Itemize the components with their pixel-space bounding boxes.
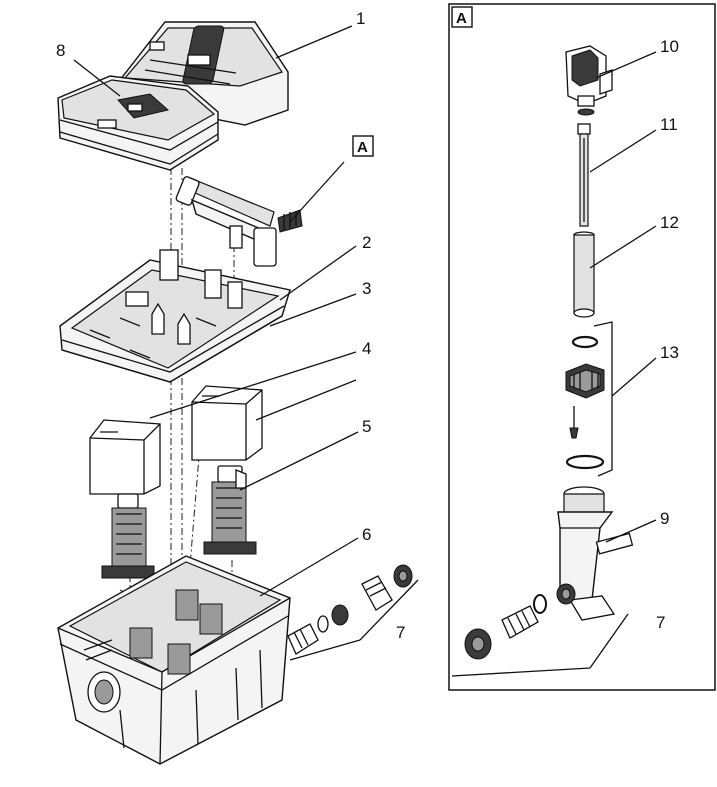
label-8: 8 — [56, 41, 65, 60]
filter-holders — [101, 465, 257, 579]
callout-label: A — [357, 139, 368, 156]
label-12: 12 — [660, 213, 679, 232]
label-1: 1 — [356, 9, 365, 28]
label-13: 13 — [660, 343, 679, 362]
label-5: 5 — [362, 417, 371, 436]
label-6: 6 — [362, 525, 371, 544]
label-7-inset: 7 — [656, 613, 665, 632]
inset-label-box — [451, 6, 473, 28]
label-3: 3 — [362, 279, 371, 298]
inset-o-ring — [533, 594, 547, 614]
callout-a: A — [352, 135, 374, 157]
leader-lines — [73, 25, 657, 597]
label-7: 7 — [396, 623, 405, 642]
part-numbers: 1 8 2 3 4 5 6 7 10 11 12 13 9 7 — [56, 9, 679, 642]
label-2: 2 — [362, 233, 371, 252]
lid-left — [57, 75, 219, 171]
uv-unit — [175, 161, 345, 267]
filter-housing — [57, 555, 291, 765]
label-4: 4 — [362, 339, 371, 358]
o-ring-bottom — [565, 454, 605, 470]
label-10: 10 — [660, 37, 679, 56]
o-ring-top — [571, 335, 599, 349]
inset-label: A — [456, 10, 467, 27]
label-11: 11 — [660, 115, 678, 134]
hose-connectors-left — [287, 564, 419, 661]
inset-parts — [451, 45, 634, 677]
label-9: 9 — [660, 509, 669, 528]
foam-blocks — [89, 385, 263, 495]
filter-tray — [59, 249, 291, 383]
